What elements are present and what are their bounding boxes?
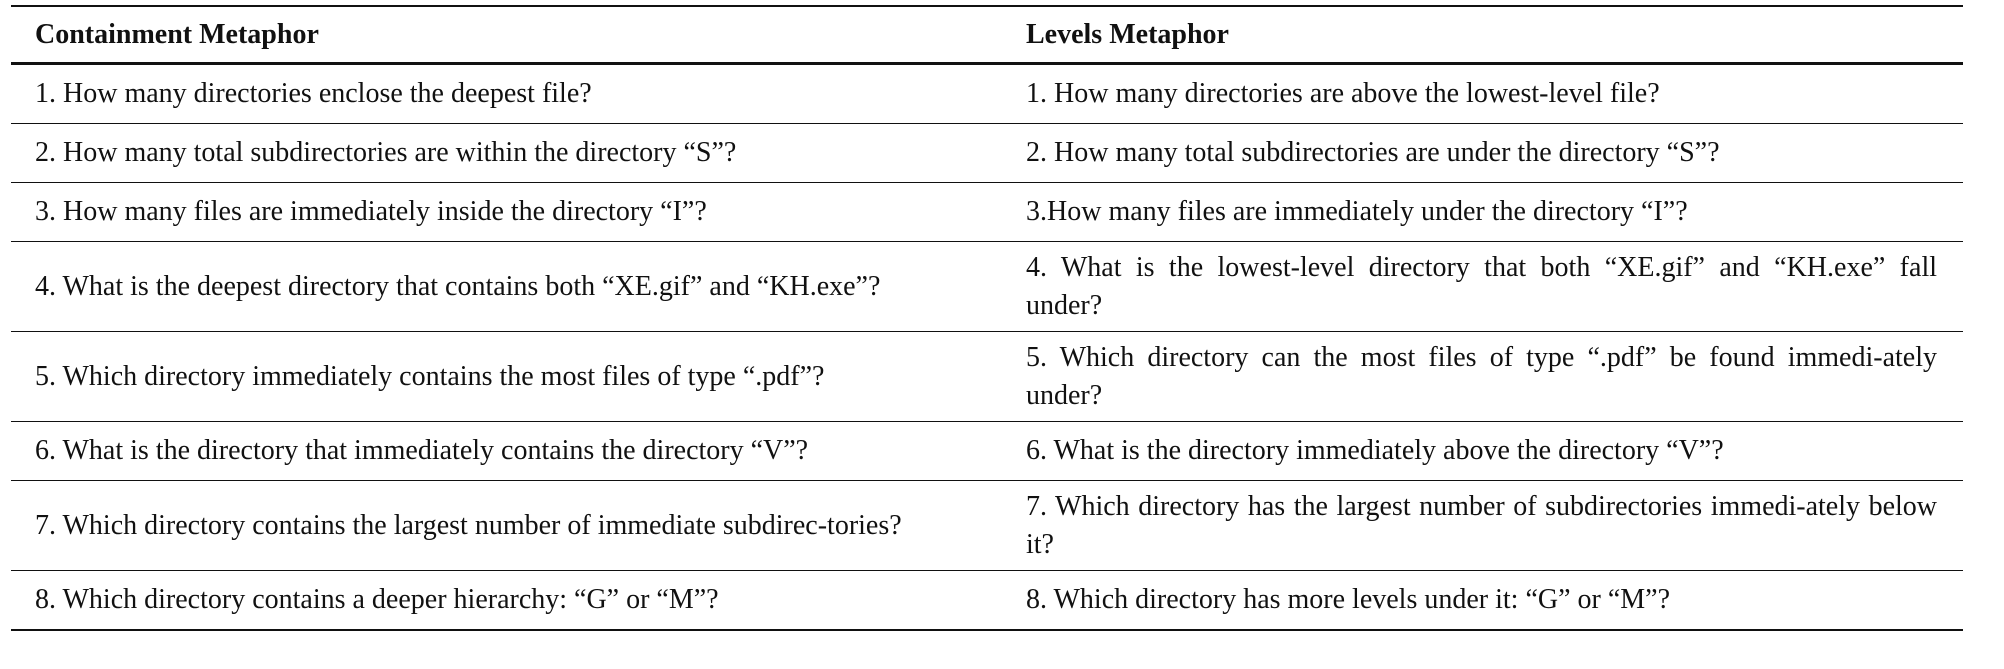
levels-question: 3.How many files are immediately under t…: [1006, 182, 1963, 242]
levels-question: 2. How many total subdirectories are und…: [1006, 123, 1963, 183]
table-row: 1. How many directories enclose the deep…: [11, 63, 1963, 124]
levels-question: 6. What is the directory immediately abo…: [1006, 421, 1963, 481]
containment-question: 4. What is the deepest directory that co…: [11, 241, 1006, 332]
levels-question: 5. Which directory can the most files of…: [1006, 331, 1963, 422]
levels-question: 4. What is the lowest-level directory th…: [1006, 241, 1963, 332]
levels-question: 7. Which directory has the largest numbe…: [1006, 480, 1963, 571]
table-header: Containment Metaphor Levels Metaphor: [11, 5, 1963, 65]
table-row: 2. How many total subdirectories are wit…: [11, 123, 1963, 183]
containment-question: 2. How many total subdirectories are wit…: [11, 123, 1006, 183]
table-row: 6. What is the directory that immediatel…: [11, 421, 1963, 481]
table-row: 5. Which directory immediately contains …: [11, 331, 1963, 422]
containment-question: 1. How many directories enclose the deep…: [11, 63, 1006, 124]
levels-question: 8. Which directory has more levels under…: [1006, 570, 1963, 631]
header-row: Containment Metaphor Levels Metaphor: [11, 5, 1963, 65]
table-row: 7. Which directory contains the largest …: [11, 480, 1963, 571]
containment-question: 3. How many files are immediately inside…: [11, 182, 1006, 242]
metaphor-comparison-table: Containment Metaphor Levels Metaphor 1. …: [11, 5, 1963, 631]
table-row: 8. Which directory contains a deeper hie…: [11, 570, 1963, 631]
table-row: 4. What is the deepest directory that co…: [11, 241, 1963, 332]
containment-question: 8. Which directory contains a deeper hie…: [11, 570, 1006, 631]
comparison-table-container: Containment Metaphor Levels Metaphor 1. …: [11, 5, 1963, 631]
containment-question: 5. Which directory immediately contains …: [11, 331, 1006, 422]
containment-question: 6. What is the directory that immediatel…: [11, 421, 1006, 481]
containment-question: 7. Which directory contains the largest …: [11, 480, 1006, 571]
table-row: 3. How many files are immediately inside…: [11, 182, 1963, 242]
header-containment-metaphor: Containment Metaphor: [11, 5, 1006, 65]
levels-question: 1. How many directories are above the lo…: [1006, 63, 1963, 124]
header-levels-metaphor: Levels Metaphor: [1006, 5, 1963, 65]
table-body: 1. How many directories enclose the deep…: [11, 63, 1963, 631]
